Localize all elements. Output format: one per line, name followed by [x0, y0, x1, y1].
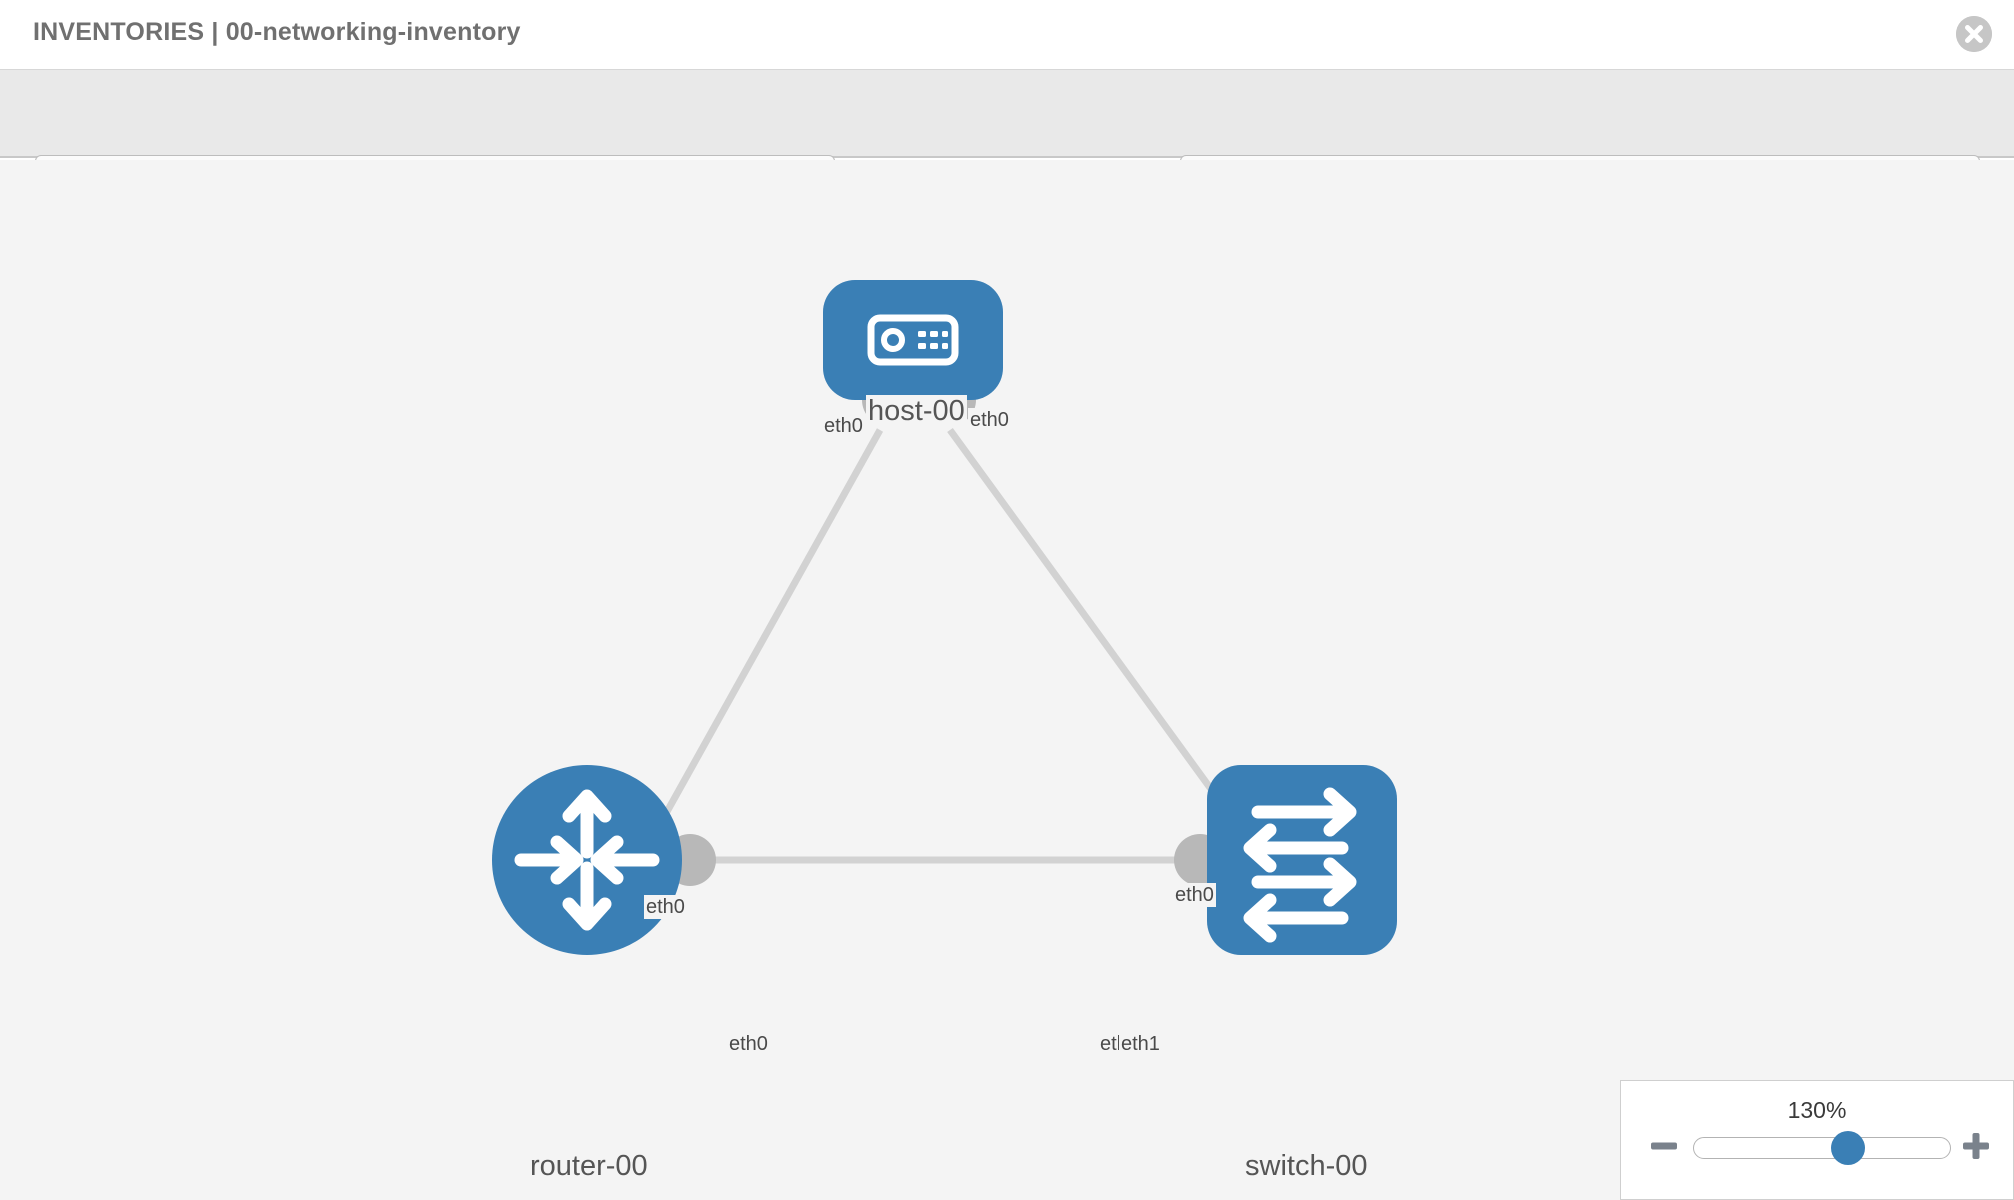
host-icon [867, 314, 959, 366]
page-title: INVENTORIES | 00-networking-inventory [33, 18, 521, 46]
topology-canvas[interactable]: eth0 host-00 eth0 eth0 eth0 eth0 eth0 et… [0, 160, 2014, 1200]
router-icon [514, 789, 660, 931]
zoom-in-button[interactable] [1961, 1131, 1991, 1161]
interface-label-host-right: eth0 [968, 408, 1011, 432]
switch-icon [1243, 787, 1357, 943]
link-host-switch [947, 427, 1251, 843]
link-host-router [636, 428, 884, 862]
topology-links [636, 427, 1251, 864]
node-label-host-00: host-00 [866, 395, 967, 428]
node-label-router-00: router-00 [528, 1150, 650, 1183]
zoom-level-value: 130% [1787, 1097, 1847, 1123]
node-host-00 [823, 280, 1003, 400]
zoom-slider[interactable] [1693, 1131, 1951, 1165]
interface-label-switch-left-b: eth1 [1119, 1032, 1162, 1056]
interface-label-switch-upper: eth0 [1173, 883, 1216, 907]
zoom-slider-thumb[interactable] [1830, 1131, 1865, 1165]
zoom-control-panel: 130% [1620, 1080, 2014, 1200]
toolbar: ACTIONS [0, 70, 2014, 212]
interface-label-router-right: eth0 [727, 1032, 770, 1056]
node-switch-00 [1207, 765, 1397, 955]
node-router-00 [492, 765, 682, 955]
close-icon[interactable] [1956, 16, 1992, 52]
page-header: INVENTORIES | 00-networking-inventory [0, 0, 2014, 70]
topology-graph [492, 280, 1397, 955]
interface-label-router-upper: eth0 [644, 895, 687, 919]
node-label-switch-00: switch-00 [1243, 1150, 1370, 1183]
zoom-out-button[interactable] [1649, 1131, 1679, 1161]
interface-label-host-left: eth0 [822, 414, 865, 438]
